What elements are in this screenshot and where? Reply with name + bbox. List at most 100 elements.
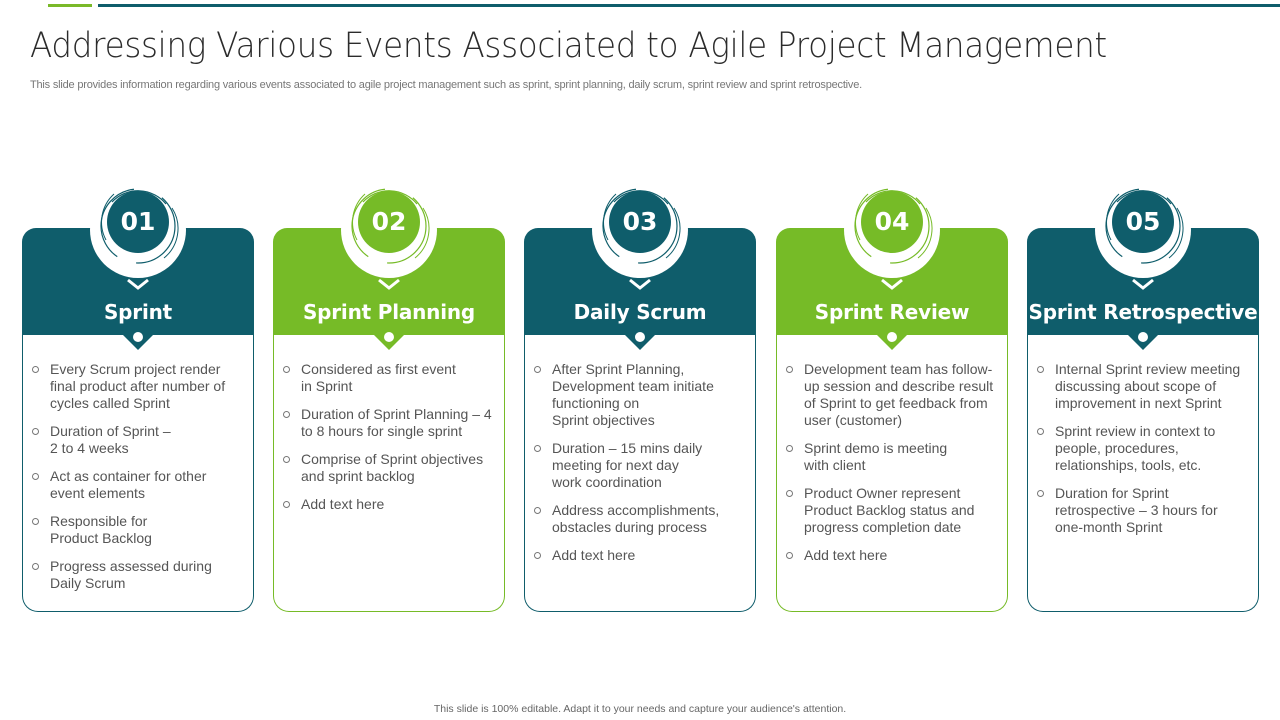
card-heading: Sprint Planning xyxy=(302,300,476,324)
circle-bullet-icon xyxy=(786,490,793,497)
bullet-item: Sprint review in context to people, proc… xyxy=(1037,423,1251,474)
event-card-1: 01 Sprint Every Scrum project render fin… xyxy=(22,182,254,612)
dot-icon xyxy=(133,332,143,342)
step-number-badge: 04 xyxy=(861,191,923,253)
bullet-list: Every Scrum project render final product… xyxy=(32,361,246,603)
circle-bullet-icon xyxy=(786,552,793,559)
bullet-text: Every Scrum project render final product… xyxy=(50,361,226,411)
bullet-text: Internal Sprint review meeting discussin… xyxy=(1055,361,1241,411)
bullet-item: Duration for Sprint retrospective – 3 ho… xyxy=(1037,485,1251,536)
circle-bullet-icon xyxy=(534,507,541,514)
bullet-text: Add text here xyxy=(301,496,385,512)
card-body xyxy=(273,335,505,612)
slide-subtitle: This slide provides information regardin… xyxy=(30,79,863,91)
dot-icon xyxy=(1138,332,1148,342)
circle-bullet-icon xyxy=(32,563,39,570)
bullet-item: After Sprint Planning, Development team … xyxy=(534,361,748,429)
bullet-text: Duration – 15 mins daily meeting for nex… xyxy=(552,440,703,490)
bullet-item: Add text here xyxy=(283,496,497,513)
bullet-item: Act as container for other event element… xyxy=(32,468,246,502)
bullet-item: Responsible for Product Backlog xyxy=(32,513,246,547)
circle-bullet-icon xyxy=(534,552,541,559)
chevron-down-icon xyxy=(378,278,400,290)
slide-title: Addressing Various Events Associated to … xyxy=(30,26,1107,66)
pointer-notch xyxy=(624,334,656,350)
circle-bullet-icon xyxy=(534,366,541,373)
pointer-notch xyxy=(373,334,405,350)
dot-icon xyxy=(635,332,645,342)
bullet-item: Development team has follow- up session … xyxy=(786,361,1000,429)
card-body xyxy=(524,335,756,612)
bullet-item: Sprint demo is meeting with client xyxy=(786,440,1000,474)
card-heading: Sprint Review xyxy=(814,300,970,324)
circle-bullet-icon xyxy=(534,445,541,452)
bullet-text: Sprint demo is meeting with client xyxy=(804,440,948,473)
dot-icon xyxy=(384,332,394,342)
chevron-down-icon xyxy=(629,278,651,290)
bullet-text: Address accomplishments, obstacles durin… xyxy=(552,502,720,535)
circle-bullet-icon xyxy=(283,366,290,373)
circle-bullet-icon xyxy=(32,428,39,435)
bullet-text: Considered as first event in Sprint xyxy=(301,361,456,394)
bullet-text: Sprint review in context to people, proc… xyxy=(1055,423,1216,473)
event-card-4: 04 Sprint Review Development team has fo… xyxy=(776,182,1008,612)
bullet-list: Development team has follow- up session … xyxy=(786,361,1000,575)
bullet-text: Duration of Sprint – 2 to 4 weeks xyxy=(50,423,171,456)
circle-bullet-icon xyxy=(32,366,39,373)
circle-bullet-icon xyxy=(786,366,793,373)
circle-bullet-icon xyxy=(1037,366,1044,373)
bullet-item: Product Owner represent Product Backlog … xyxy=(786,485,1000,536)
bullet-item: Add text here xyxy=(786,547,1000,564)
bullet-item: Duration of Sprint Planning – 4 to 8 hou… xyxy=(283,406,497,440)
pointer-notch xyxy=(1127,334,1159,350)
bullet-item: Progress assessed during Daily Scrum xyxy=(32,558,246,592)
bullet-item: Every Scrum project render final product… xyxy=(32,361,246,412)
event-card-3: 03 Daily Scrum After Sprint Planning, De… xyxy=(524,182,756,612)
bullet-text: Add text here xyxy=(552,547,636,563)
step-number-badge: 03 xyxy=(609,191,671,253)
card-heading: Sprint Retrospective xyxy=(1028,300,1258,324)
circle-bullet-icon xyxy=(32,473,39,480)
bullet-text: Act as container for other event element… xyxy=(50,468,207,501)
circle-bullet-icon xyxy=(1037,428,1044,435)
event-card-5: 05 Sprint Retrospective Internal Sprint … xyxy=(1027,182,1259,612)
step-number-badge: 01 xyxy=(107,191,169,253)
bullet-item: Duration – 15 mins daily meeting for nex… xyxy=(534,440,748,491)
circle-bullet-icon xyxy=(32,518,39,525)
card-heading: Daily Scrum xyxy=(573,300,707,324)
pointer-notch xyxy=(122,334,154,350)
circle-bullet-icon xyxy=(283,411,290,418)
bullet-text: Responsible for Product Backlog xyxy=(50,513,152,546)
slide-footer: This slide is 100% editable. Adapt it to… xyxy=(433,703,847,715)
bullet-text: Progress assessed during Daily Scrum xyxy=(50,558,212,591)
card-body xyxy=(22,335,254,612)
top-accent-bar-green xyxy=(48,4,92,7)
circle-bullet-icon xyxy=(283,456,290,463)
bullet-item: Add text here xyxy=(534,547,748,564)
bullet-list: Internal Sprint review meeting discussin… xyxy=(1037,361,1251,547)
step-number-badge: 02 xyxy=(358,191,420,253)
bullet-item: Internal Sprint review meeting discussin… xyxy=(1037,361,1251,412)
bullet-text: Duration for Sprint retrospective – 3 ho… xyxy=(1055,485,1218,535)
bullet-item: Duration of Sprint – 2 to 4 weeks xyxy=(32,423,246,457)
circle-bullet-icon xyxy=(786,445,793,452)
chevron-down-icon xyxy=(127,278,149,290)
chevron-down-icon xyxy=(1132,278,1154,290)
event-card-2: 02 Sprint Planning Considered as first e… xyxy=(273,182,505,612)
chevron-down-icon xyxy=(881,278,903,290)
top-accent-bar-teal xyxy=(98,4,1280,7)
card-body xyxy=(776,335,1008,612)
dot-icon xyxy=(887,332,897,342)
bullet-list: After Sprint Planning, Development team … xyxy=(534,361,748,575)
pointer-notch xyxy=(876,334,908,350)
bullet-text: Comprise of Sprint objectives and sprint… xyxy=(301,451,484,484)
bullet-item: Considered as first event in Sprint xyxy=(283,361,497,395)
bullet-item: Comprise of Sprint objectives and sprint… xyxy=(283,451,497,485)
card-heading: Sprint xyxy=(103,300,173,324)
bullet-item: Address accomplishments, obstacles durin… xyxy=(534,502,748,536)
bullet-text: Duration of Sprint Planning – 4 to 8 hou… xyxy=(301,406,492,439)
bullet-text: Product Owner represent Product Backlog … xyxy=(804,485,975,535)
circle-bullet-icon xyxy=(1037,490,1044,497)
bullet-text: Development team has follow- up session … xyxy=(804,361,994,428)
